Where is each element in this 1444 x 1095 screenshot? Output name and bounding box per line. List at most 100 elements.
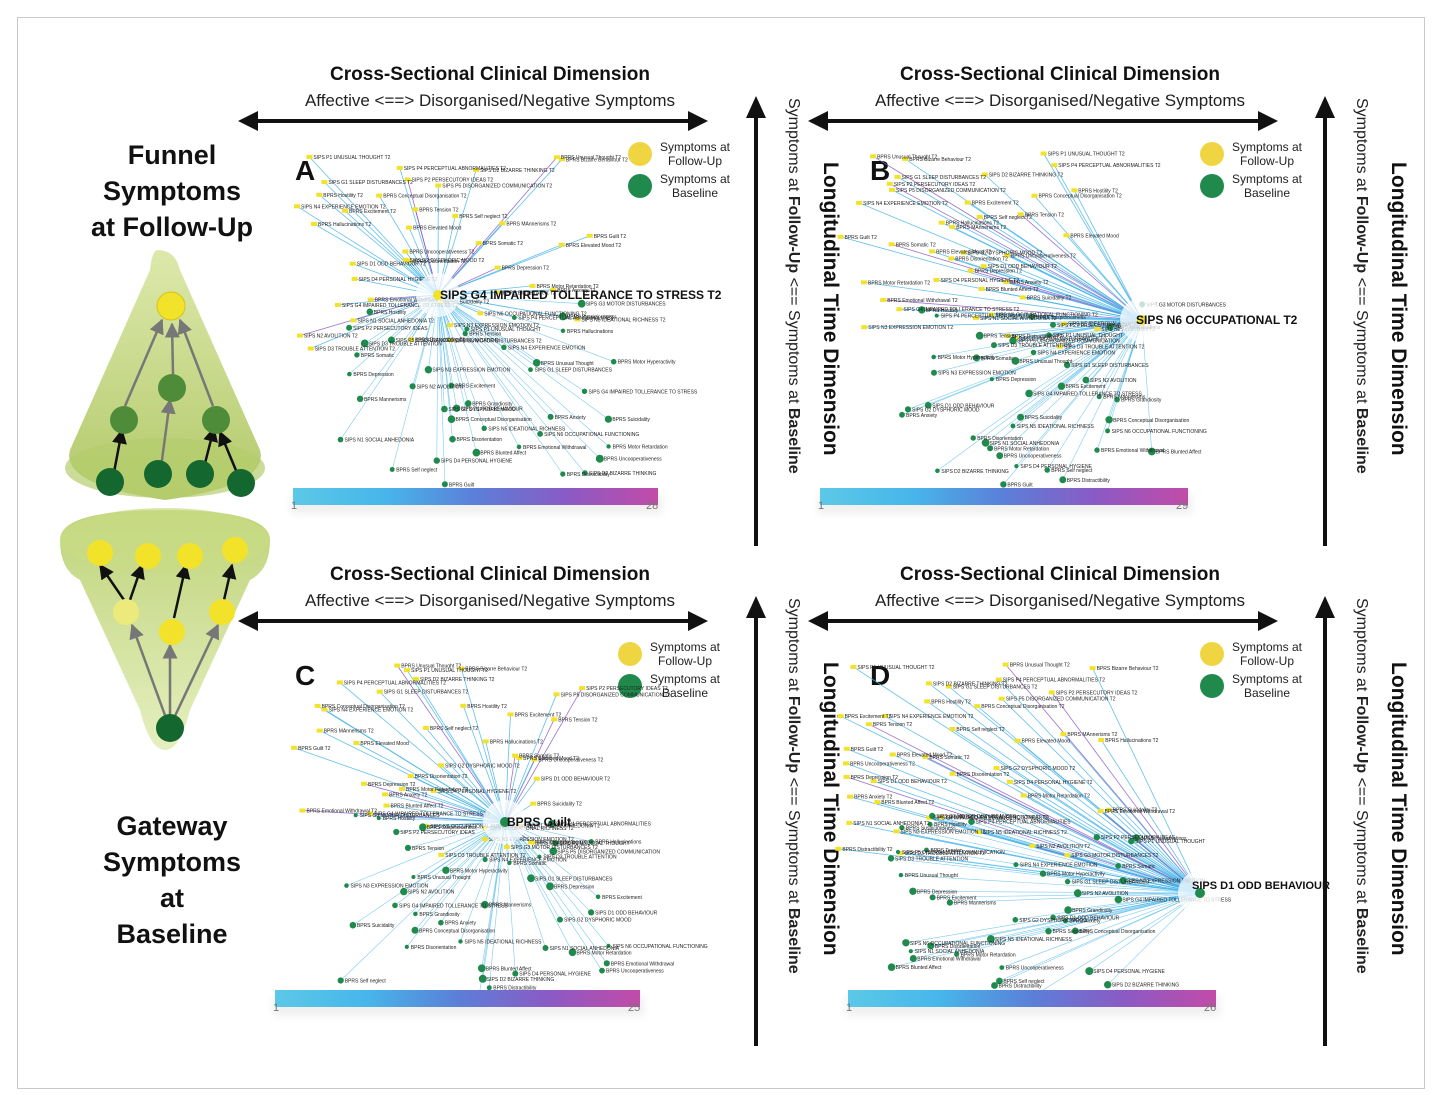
followup-node-label: SIPS N6 OCCUPATIONAL FUNCTIONING T2: [430, 824, 533, 830]
followup-node: [870, 154, 877, 159]
baseline-node-label: SIPS N5 IDEATIONAL RICHNESS: [465, 939, 543, 945]
baseline-node: [366, 308, 374, 316]
vertical-sub-followup: Follow-Up: [785, 195, 802, 274]
edge: [504, 821, 609, 946]
baseline-node-label: BPRS Tension: [469, 332, 501, 338]
baseline-node-label: SIPS N3 EXPRESSION EMOTION: [1127, 879, 1205, 885]
followup-node-label: SIPS D4 PERSONAL HYGIENE T2: [438, 789, 517, 795]
followup-node-label: BPRS Hallucinations T2: [490, 739, 543, 745]
followup-node-label: BPRS Elevated Mood T2: [566, 243, 622, 249]
edge: [437, 294, 609, 447]
followup-node: [925, 681, 932, 686]
edge: [460, 668, 506, 823]
followup-node-label: BPRS Emotional Withdrawal T2: [375, 298, 446, 304]
followup-node-label: SIPS N1 SOCIAL ANHEDONIA T2: [980, 316, 1057, 322]
edge: [436, 294, 439, 461]
followup-node-label: SIPS N1 SOCIAL ANHEDONIA T2: [524, 823, 601, 829]
edge: [1012, 319, 1143, 427]
baseline-node-label: SIPS D3 TROUBLE ATTENTION: [543, 855, 617, 861]
followup-node-label: SIPS P5 DISORGANIZED COMMUNICATION T2: [1006, 697, 1116, 703]
followup-node: [993, 766, 1000, 770]
legend-line: Symptoms at: [1232, 140, 1303, 154]
followup-node-label: SIPS D1 ODD BEHAVIOUR T2: [878, 779, 947, 785]
followup-node-label: SIPS N4 EXPERIENCE EMOTION T2: [863, 201, 948, 207]
edge: [504, 821, 546, 949]
followup-node: [949, 225, 956, 229]
followup-node-label: BPRS Self neglect T2: [430, 726, 478, 732]
baseline-node-label: SIPS G2 DYSPHORIC MOOD: [912, 407, 980, 413]
edge: [399, 167, 439, 296]
baseline-node: [1050, 914, 1056, 921]
baseline-node-label: SIPS G3 MOTOR DISTURBANCES: [586, 302, 667, 308]
followup-node: [1040, 151, 1047, 156]
edge: [415, 678, 506, 823]
baseline-node-label: BPRS Blunted Affect: [1156, 450, 1202, 456]
legend-line: Follow-Up: [1240, 654, 1295, 668]
colorbar-min-label: 1: [291, 500, 298, 512]
baseline-node: [393, 828, 400, 836]
baseline-node: [537, 854, 542, 859]
horizontal-double-arrow: [238, 111, 708, 131]
followup-node-label: SIPS D2 BIZARRE THINKING T2: [420, 677, 495, 683]
followup-node-label: SIPS N6 OCCUPATIONAL FUNCTIONING T2: [996, 313, 1099, 319]
followup-node-label: SIPS N2 AVOLITION T2: [536, 840, 590, 846]
followup-node: [376, 689, 383, 694]
followup-node: [406, 225, 413, 230]
baseline-node: [1044, 467, 1050, 473]
followup-node: [407, 337, 414, 342]
followup-node: [888, 242, 895, 247]
baseline-node-label: BPRS Somatic: [1122, 864, 1156, 870]
followup-node-label: BPRS Elevated Mood: [413, 226, 462, 232]
followup-node: [846, 820, 853, 825]
funnel-title-line-1: Funnel: [127, 140, 217, 170]
baseline-node-label: BPRS Guilt: [449, 482, 475, 488]
baseline-node-label: BPRS Uncooperativeness: [604, 457, 662, 463]
baseline-node: [1064, 906, 1072, 914]
baseline-node-label: SIPS N4 EXPERIENCE EMOTION: [489, 858, 567, 864]
baseline-node-label: SIPS N5 IDEATIONAL RICHNESS: [1017, 424, 1095, 430]
horizontal-dimension-title: Cross-Sectional Clinical Dimension: [900, 64, 1220, 85]
baseline-node-label: BPRS Guilt: [1007, 482, 1033, 488]
edge: [379, 691, 506, 823]
followup-node-label: SIPS G1 SLEEP DISTURBANCES T2: [902, 175, 987, 181]
baseline-node-label: BPRS Hostility: [374, 310, 407, 316]
followup-node-label: BPRS Uncooperativeness T2: [850, 761, 915, 767]
baseline-node: [904, 406, 912, 413]
funnel-title-line-3: at Follow-Up: [91, 212, 253, 242]
funnel-title: Funnel Symptoms at Follow-Up: [52, 137, 292, 245]
followup-node-label: SIPS G3 MOTOR DISTURBANCES T2: [1071, 853, 1158, 859]
followup-node-label: BPRS Excitement T2: [972, 201, 1019, 207]
followup-node: [527, 840, 534, 845]
followup-node-label: SIPS N1 SOCIAL ANHEDONIA T2: [358, 318, 435, 324]
baseline-node: [1105, 416, 1113, 424]
baseline-node: [478, 974, 487, 983]
followup-node: [1003, 280, 1010, 285]
edge: [340, 294, 439, 440]
baseline-node-label: SIPS N1 SOCIAL ANHEDONIA: [550, 946, 620, 952]
followup-node-label: SIPS N5 IDEATIONAL RICHNESS T2: [1068, 322, 1152, 328]
followup-node: [960, 250, 967, 255]
edge: [1092, 667, 1201, 894]
nodes: [837, 151, 1156, 488]
baseline-node-label: SIPS N3 EXPRESSION EMOTION: [938, 371, 1016, 377]
followup-node: [1051, 163, 1058, 168]
baseline-node: [989, 377, 994, 382]
followup-node-label: SIPS N5 IDEATIONAL RICHNESS T2: [581, 317, 665, 323]
followup-node: [452, 213, 459, 218]
baseline-node-label: SIPS G3 MOTOR DISTURBANCES: [936, 814, 1017, 820]
hub-node: [1137, 315, 1147, 325]
baseline-node-label: BPRS Suicidality: [612, 417, 650, 423]
baseline-node-label: SIPS P2 PERSECUTORY IDEAS: [400, 830, 475, 836]
baseline-node-label: BPRS Grandiosity: [472, 401, 513, 407]
edge: [985, 319, 1143, 444]
followup-node: [949, 771, 956, 776]
vertical-dimension-subtitle: Symptoms at Follow-Up <== Symptoms at Ba…: [784, 98, 802, 474]
edges: [838, 664, 1201, 995]
baseline-node: [1119, 877, 1127, 885]
baseline-dot-icon: [618, 674, 642, 698]
edge: [984, 174, 1143, 321]
baseline-node-label: BPRS Motor Hyperactivity: [450, 868, 508, 874]
